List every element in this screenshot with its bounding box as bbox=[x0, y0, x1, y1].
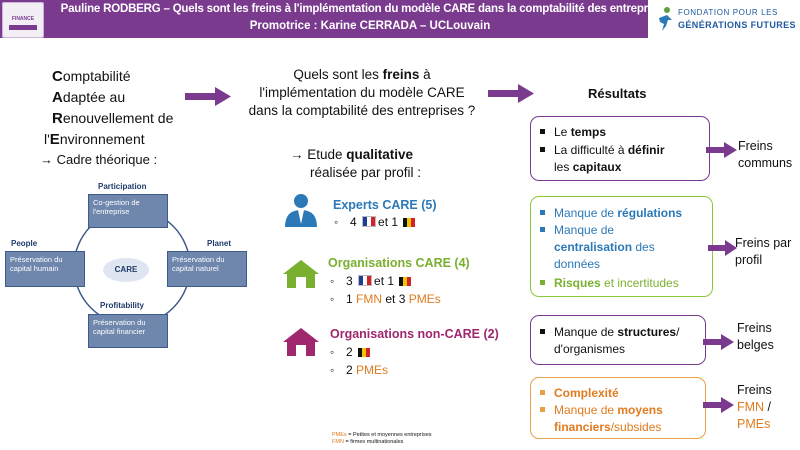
resultats-title: Résultats bbox=[588, 86, 647, 101]
care-center: CARE bbox=[103, 258, 149, 282]
header-promotrice: Promotrice : Karine CERRADA – UCLouvain bbox=[249, 20, 491, 32]
result-box-belges bbox=[530, 315, 706, 365]
finance-logo: FINANCE bbox=[2, 2, 44, 38]
label-people: People bbox=[11, 239, 38, 248]
acronym-line-3: Renouvellement de bbox=[52, 110, 174, 127]
fondation-line2: GÉNÉRATIONS FUTURES bbox=[678, 20, 796, 30]
orgs-count: ◦3 et 1 bbox=[330, 273, 413, 290]
research-question: Quels sont les freins à l'implémentation… bbox=[248, 67, 476, 118]
res1-line2: La difficulté à définir bbox=[540, 142, 665, 158]
res2-line1: Manque de régulations bbox=[540, 205, 682, 221]
acronym-care: Comptabilité Adaptée au Renouvellement d… bbox=[44, 66, 174, 150]
arrow-fmn-pmes bbox=[703, 397, 734, 413]
res2-line5: Risques et incertitudes bbox=[540, 275, 679, 291]
arrow-to-question bbox=[185, 87, 231, 106]
res4-line1: Complexité bbox=[540, 385, 619, 401]
noncare-title: Organisations non-CARE (2) bbox=[330, 327, 499, 341]
arrow-to-resultats bbox=[488, 84, 534, 103]
expert-person-icon bbox=[285, 194, 317, 227]
acronym-line-1: Comptabilité bbox=[52, 68, 131, 85]
experts-count: ◦4 et 1 bbox=[334, 214, 417, 231]
res2-line2: Manque de bbox=[540, 222, 614, 238]
arrow-communs bbox=[706, 142, 737, 158]
noncare-types: ◦2 PMEs bbox=[330, 363, 389, 377]
france-flag-icon bbox=[362, 216, 377, 227]
finance-logo-text: FINANCE bbox=[11, 16, 35, 22]
res4-line2: Manque de moyens bbox=[540, 402, 663, 418]
acronym-line-4: l'Environnement bbox=[44, 131, 145, 148]
result-box-fmn-pmes bbox=[530, 377, 706, 439]
header-title: Pauline RODBERG – Quels sont les freins … bbox=[60, 3, 680, 15]
belgium-flag-icon bbox=[358, 348, 371, 357]
belgium-flag-icon bbox=[399, 277, 412, 286]
box-capital-naturel: Préservation du capital naturel bbox=[167, 251, 247, 287]
belgium-flag-icon bbox=[403, 218, 416, 227]
cadre-theorique: → Cadre théorique : bbox=[40, 152, 158, 167]
side-fmn-pmes: Freins FMN / PMEs bbox=[737, 383, 772, 431]
france-flag-icon bbox=[358, 275, 373, 286]
fondation-logo: FONDATION POUR LES GÉNÉRATIONS FUTURES bbox=[648, 0, 800, 38]
footnote: PMEs = Petites et moyennes entreprises F… bbox=[332, 432, 432, 445]
house-green-icon bbox=[283, 260, 319, 288]
orgs-types: ◦1 FMN et 3 PMEs bbox=[330, 292, 441, 306]
res4-line3: financiers/subsides bbox=[554, 420, 662, 434]
box-capital-humain: Préservation du capital humain bbox=[5, 251, 85, 287]
box-capital-financier: Préservation du capital financier bbox=[88, 314, 168, 348]
res1-line3: les capitaux bbox=[554, 160, 622, 174]
experts-title: Experts CARE (5) bbox=[333, 198, 437, 212]
house-magenta-icon bbox=[283, 328, 319, 356]
res2-line3: centralisation des bbox=[554, 240, 655, 254]
arrow-profil bbox=[708, 240, 737, 256]
acronym-line-2: Adaptée au bbox=[52, 89, 126, 106]
orgs-title: Organisations CARE (4) bbox=[328, 256, 470, 270]
arrow-belges bbox=[703, 334, 734, 350]
res2-line4: données bbox=[554, 257, 601, 271]
noncare-count: ◦2 bbox=[330, 344, 372, 361]
result-box-profil bbox=[530, 196, 713, 297]
res3-line2: d'organismes bbox=[554, 342, 625, 356]
label-planet: Planet bbox=[207, 239, 232, 248]
figure-icon bbox=[659, 7, 672, 31]
label-participation: Participation bbox=[98, 182, 147, 191]
label-profitability: Profitability bbox=[100, 301, 145, 310]
res3-line1: Manque de structures/ bbox=[540, 324, 679, 340]
fondation-line1: FONDATION POUR LES bbox=[678, 8, 778, 17]
res1-line1: Le temps bbox=[540, 124, 606, 140]
etude-qualitative: → Etude qualitative réalisée par profil … bbox=[290, 147, 422, 180]
box-cogestion: Co-gestion de l'entreprise bbox=[88, 194, 168, 228]
finance-logo-bar bbox=[9, 25, 37, 30]
